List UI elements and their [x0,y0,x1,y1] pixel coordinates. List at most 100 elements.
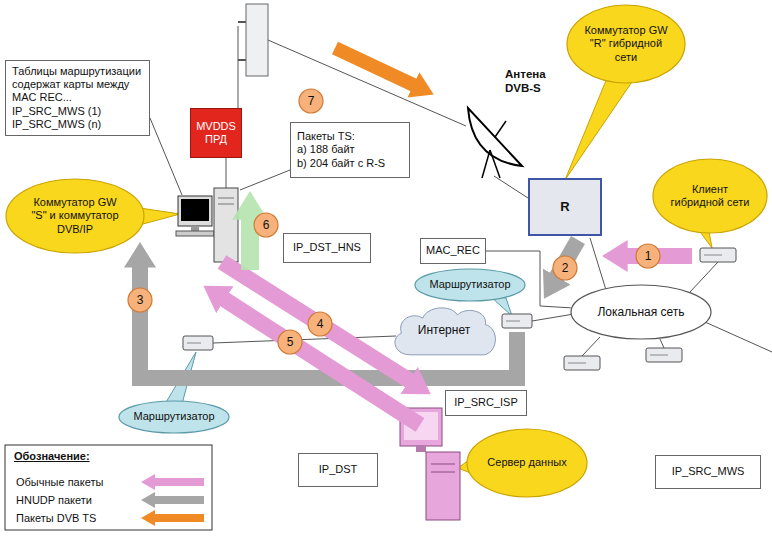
node-text: 1 [635,249,661,263]
text-holder: 2 [552,261,578,275]
text-holder: Таблицы маршрутизации содержат карты меж… [6,62,149,134]
node-text: 4 [307,317,333,331]
text-holder: IP_DST [299,460,377,479]
wire [582,337,600,356]
text-holder: Маршрутизатор [118,407,230,426]
circle-outline [128,288,152,312]
keyboard [176,231,214,236]
legend-swatch-holder [140,474,206,490]
callout-number: 7 [298,88,324,114]
router-callout: Маршрутизатор [414,268,526,302]
field-box: IP_SRC_MWS [655,455,761,489]
legend-text: Пакеты DVB TS [16,510,96,526]
text-holder: 1 [635,249,661,263]
legend-swatch-holder [140,510,206,526]
callout-number: 4 [307,311,333,337]
device-detail [431,464,455,465]
monitor-screen [181,199,209,221]
monitor-stand [416,446,426,452]
legend-frame [5,445,212,530]
legend-row: Обычные пакеты [16,474,208,490]
node-text: MAC_REC [425,244,481,257]
callout-bubble: Коммутатор GW "R" гибридной сети [566,4,686,84]
legend-heading: Обозначение: [14,450,134,463]
circle-outline [299,89,323,113]
legend-row: HNUDP пакети [16,492,208,508]
legend-swatch-holder [140,492,206,508]
server-tower [426,452,460,520]
text-holder: 4 [307,317,333,331]
node-text: a) 188 байт [297,143,403,156]
radio-link-line [268,40,466,126]
note-box: Таблицы маршрутизации содержат карты меж… [5,60,150,136]
callout-number: 5 [277,329,303,355]
device-detail [704,255,722,256]
field-box: IP_SRC_ISP [445,390,527,416]
node-text: 3 [127,293,153,307]
node-text: 7 [298,94,324,108]
note-box: Пакеты TS:a) 188 байтb) 204 байт с R-S [290,122,410,178]
circle-outline [254,213,278,237]
text-holder: 5 [277,335,303,349]
dish-antenna [468,108,522,166]
field-box: IP_DST [298,453,378,487]
wire [226,158,227,188]
dish-feed [495,121,506,137]
field-box: MAC_REC [420,238,486,264]
circle-outline [553,256,577,280]
wire [690,262,718,292]
callout-bubble: Коммутатор GW "S" и коммутатор DVB/IP [5,178,145,254]
legend-row: Пакеты DVB TS [16,510,208,526]
node-text: IP_SRC_MWS (n) [12,118,143,131]
internet-cloud: Интернет [388,303,500,357]
text-holder: 6 [253,218,279,232]
node-text: MVDDS ПРД [194,120,238,146]
text-holder: IP_DST_HNS [284,238,370,257]
text-holder: Коммутатор GW "R" гибридной сети [566,14,686,74]
wire [660,339,664,348]
device-detail [187,343,201,344]
field-box: IP_DST_HNS [283,233,371,263]
device-detail [568,363,586,364]
device-detail [650,355,668,356]
dvb-ts-arrow [335,48,415,86]
legend-swatch [141,492,204,508]
ellipse-outline [571,285,711,339]
text-holder: Маршрутизатор [414,275,526,294]
text-holder: Клиент гибридной сети [652,173,768,219]
router-callout: Маршрутизатор [118,400,230,434]
callout-bubble: Сервер данных [466,428,588,498]
node-text: b) 204 байт с R-S [297,157,403,170]
monitor [178,196,212,226]
wire [494,176,528,198]
circle-outline [278,330,302,354]
monitor-stand [191,226,199,231]
antenna-mast [238,26,239,108]
text-holder: MVDDS ПРД [191,117,241,149]
callout-number: 3 [127,287,153,313]
legend-swatch [141,510,204,526]
legend-text: Обычные пакеты [16,474,103,490]
antenna-label: Антена DVB-S [505,68,571,96]
node-text: IP_SRC_MWS [660,465,756,478]
circle-outline [636,244,660,268]
text-holder: 3 [127,293,153,307]
node-text: Маршрутизатор [127,410,221,423]
node-text: Локальная сеть [591,305,691,319]
text-holder: IP_SRC_MWS [656,462,760,481]
legend-text: HNUDP пакети [16,492,92,508]
device-detail [431,472,455,473]
node-text: 2 [552,261,578,275]
node-text: Пакеты TS: [297,130,403,143]
callout-number: 2 [552,255,578,281]
node-text: 6 [253,218,279,232]
router-device [502,314,532,328]
client-device [564,356,600,370]
node-text: Интернет [405,323,483,337]
callout-number: 1 [635,243,661,269]
ellipse-outline [567,5,685,83]
circle-outline [308,312,332,336]
dish-stand [490,150,500,178]
ellipse-outline [467,429,587,497]
